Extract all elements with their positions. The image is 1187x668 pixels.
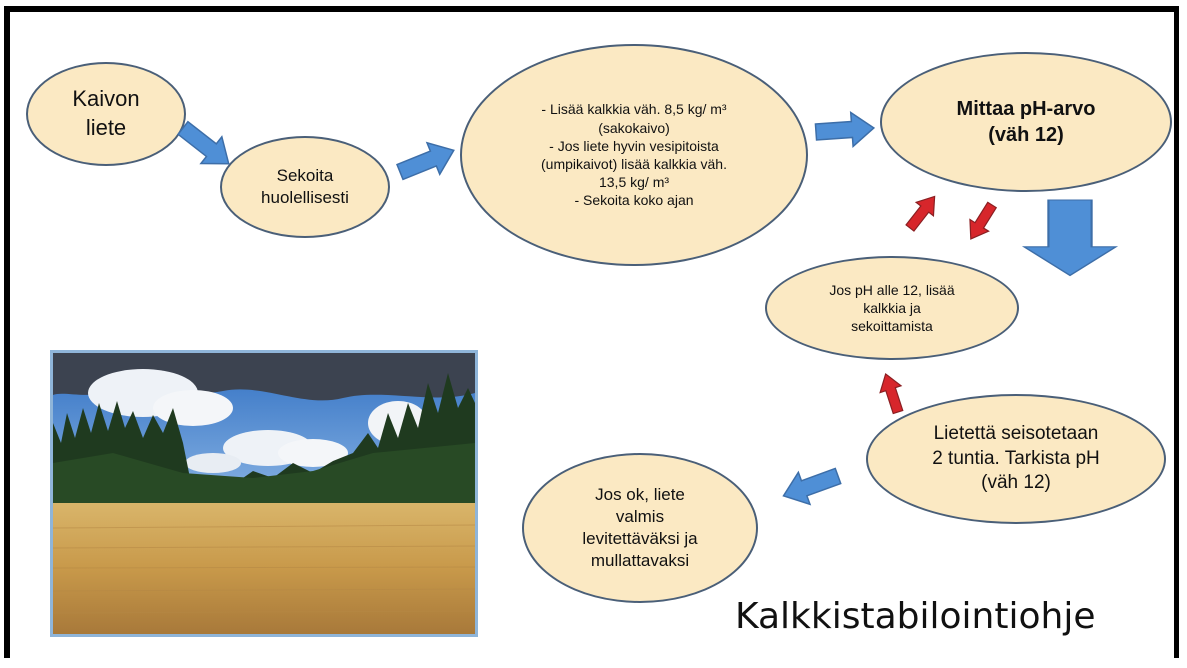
node-lisaa-kalkkia-text: - Lisää kalkkia väh. 8,5 kg/ m³ (sakokai…: [541, 101, 727, 209]
node-sekoita-text: Sekoita huolellisesti: [261, 165, 349, 207]
wheat-field-photo: [50, 350, 478, 637]
node-sekoita: Sekoita huolellisesti: [220, 136, 390, 238]
node-kaivon-liete: Kaivon liete: [26, 62, 186, 166]
node-seisotetaan-text: Lietettä seisotetaan 2 tuntia. Tarkista …: [932, 422, 1100, 494]
arrow-red-seisotetaan-to-jos-ph: [874, 369, 910, 416]
node-mittaa-ph-text: Mittaa pH-arvo (väh 12): [956, 98, 1096, 146]
page-title: Kalkkistabilointiohje: [735, 596, 1096, 637]
arrow-sekoita-to-lisaa: [392, 133, 461, 189]
node-lisaa-kalkkia: - Lisää kalkkia väh. 8,5 kg/ m³ (sakokai…: [460, 44, 808, 266]
wheat-field-image: [53, 353, 475, 634]
node-jos-ok: Jos ok, liete valmis levitettäväksi ja m…: [522, 453, 758, 603]
node-jos-ok-text: Jos ok, liete valmis levitettäväksi ja m…: [582, 484, 698, 571]
node-seisotetaan: Lietettä seisotetaan 2 tuntia. Tarkista …: [866, 394, 1166, 524]
node-kaivon-liete-text: Kaivon liete: [72, 86, 140, 140]
arrow-mittaa-to-seisotetaan: [1021, 199, 1119, 277]
node-jos-ph-alle-12: Jos pH alle 12, lisää kalkkia ja sekoitt…: [765, 256, 1019, 360]
arrow-lisaa-to-mittaa: [814, 110, 876, 150]
arrow-red-mittaa-to-jos-ph: [960, 198, 1002, 246]
node-jos-ph-alle-12-text: Jos pH alle 12, lisää kalkkia ja sekoitt…: [829, 281, 955, 335]
arrow-seisotetaan-to-jos-ok: [776, 459, 845, 513]
slide-frame: [4, 6, 1179, 658]
node-mittaa-ph: Mittaa pH-arvo (väh 12): [880, 52, 1172, 192]
arrow-red-jos-ph-to-mittaa: [900, 189, 944, 236]
arrow-kaivon-to-sekoita: [171, 113, 240, 178]
